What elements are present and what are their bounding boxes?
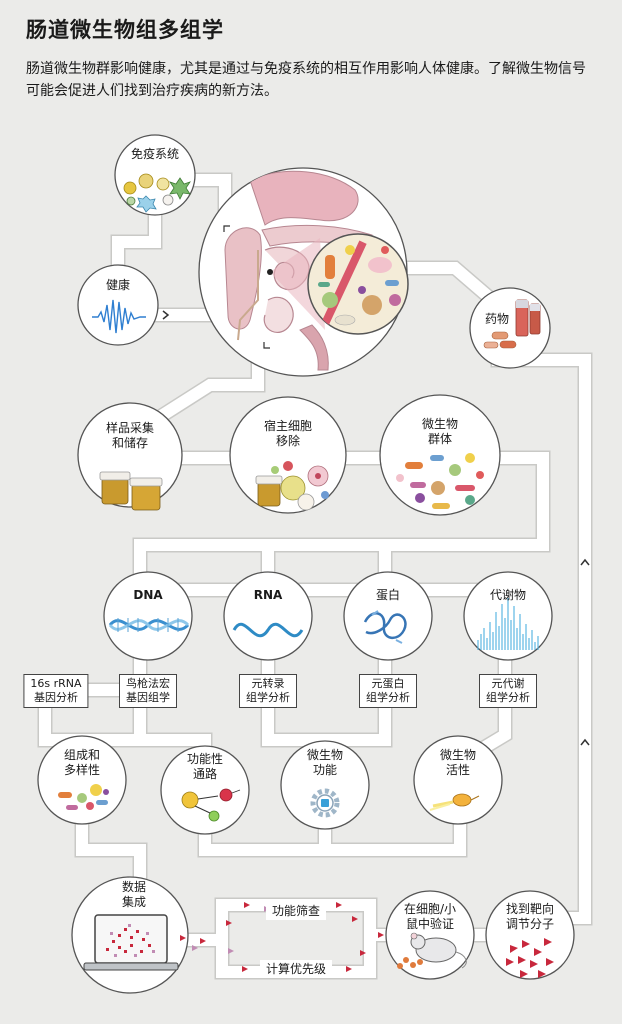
target-node	[485, 890, 575, 980]
health-wave-icon	[92, 299, 146, 334]
protein-node	[343, 571, 433, 661]
target-molecules-icon	[506, 938, 554, 978]
validation-label-1: 在细胞/小	[403, 902, 457, 916]
dna-helix-icon	[108, 618, 190, 632]
sample-label-2: 和储存	[111, 436, 149, 450]
health-label: 健康	[105, 278, 131, 292]
pathway-node	[160, 745, 250, 835]
rna-node	[223, 571, 313, 661]
rna-label: RNA	[253, 588, 283, 602]
jar-icon	[99, 471, 163, 511]
activity-node	[413, 735, 503, 825]
chevron-right-icon	[162, 310, 170, 320]
target-label-1: 找到靶向	[505, 902, 555, 916]
intro-text: 肠道微生物群影响健康，尤其是通过与免疫系统的相互作用影响人体健康。了解微生物信号…	[26, 61, 586, 99]
target-label-2: 调节分子	[505, 917, 555, 931]
immune-system-node	[114, 134, 196, 216]
sample-collection-node	[77, 402, 183, 508]
microbial-community-icon	[396, 453, 484, 509]
chevron-up-icon	[580, 558, 590, 746]
validation-label-2: 鼠中验证	[405, 917, 455, 931]
community-label-2: 群体	[427, 432, 453, 446]
drugs-label: 药物	[484, 312, 510, 326]
immune-label: 免疫系统	[130, 147, 180, 161]
pathway-icon	[181, 788, 241, 822]
method-metatranscriptomics: 元转录 组学分析	[239, 674, 297, 708]
functional-screen-label: 功能筛查	[265, 902, 327, 920]
composition-icon	[58, 784, 109, 810]
dna-node	[103, 571, 193, 661]
method-shotgun-metagenomics: 鸟枪法宏 基因组学	[119, 674, 177, 708]
protein-ribbon-icon	[363, 610, 407, 644]
function-node	[280, 740, 370, 830]
composition-label-2: 多样性	[63, 763, 101, 777]
integration-label-1: 数据	[121, 880, 147, 894]
dna-label: DNA	[133, 588, 163, 602]
host-label-2: 移除	[275, 434, 301, 448]
protein-label: 蛋白	[375, 588, 401, 602]
function-label-2: 功能	[312, 763, 338, 777]
activity-icon	[429, 793, 480, 811]
method-metametabolomics: 元代谢 组学分析	[479, 674, 537, 708]
integration-label-2: 集成	[121, 895, 147, 909]
composition-label-1: 组成和	[63, 748, 101, 762]
page-title: 肠道微生物组多组学	[26, 18, 224, 42]
laptop-icon	[83, 914, 179, 971]
microbe-lens	[307, 233, 409, 335]
sample-label-1: 样品采集	[105, 421, 155, 435]
activity-label-2: 活性	[445, 763, 471, 777]
host-label-1: 宿主细胞	[263, 419, 313, 433]
health-node	[77, 264, 159, 346]
rna-strand-icon	[232, 622, 304, 638]
pathway-label-2: 通路	[192, 767, 218, 781]
method-metaproteomics: 元蛋白 组学分析	[359, 674, 417, 708]
activity-label-1: 微生物	[439, 748, 477, 762]
metabolite-label: 代谢物	[489, 588, 527, 602]
function-label-1: 微生物	[306, 748, 344, 762]
mass-spectrum-icon	[477, 598, 539, 650]
immune-cells-icon	[123, 173, 191, 213]
mouse-icon	[397, 932, 467, 969]
host-cells-icon	[255, 461, 329, 511]
pathway-label-1: 功能性	[186, 752, 224, 766]
gear-icon	[310, 788, 340, 818]
pill-icon	[483, 299, 541, 349]
community-label-1: 微生物	[421, 417, 459, 431]
method-16s-rrna: 16s rRNA 基因分析	[23, 674, 89, 708]
computational-priority-label: 计算优先级	[259, 960, 333, 978]
